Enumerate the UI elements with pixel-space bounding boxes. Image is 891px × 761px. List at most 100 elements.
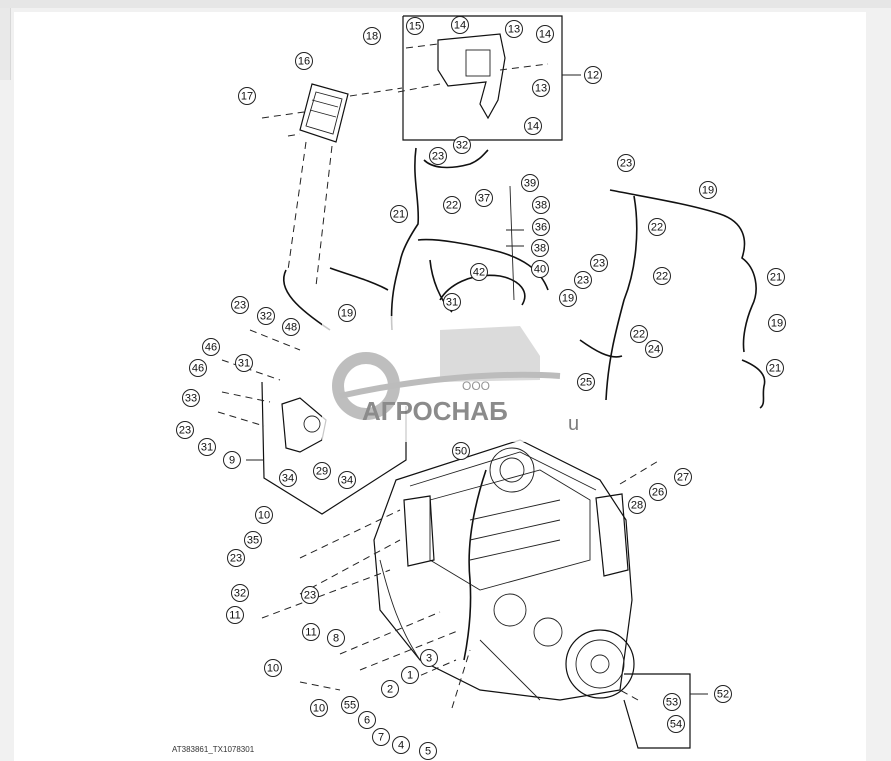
callout-label: 42 [473,267,485,279]
callout-37: 37 [475,189,493,207]
callout-38: 38 [532,196,550,214]
callout-18: 18 [363,27,381,45]
callout-circle [392,736,410,754]
callout-42: 42 [470,263,488,281]
callout-circle [452,442,470,460]
callout-label: 17 [241,91,253,103]
figure-code: AT383861_TX1078301 [172,745,255,754]
callout-label: 11 [305,627,316,639]
callout-label: 13 [535,83,547,95]
callout-label: 53 [666,697,678,709]
callout-circle [189,359,207,377]
callout-circle [429,147,447,165]
callout-50: 50 [452,442,470,460]
callout-label: 38 [535,200,547,212]
callout-circle [648,218,666,236]
callout-label: 46 [192,363,204,375]
callout-label: 24 [648,344,660,356]
callout-label: 19 [702,185,714,197]
callout-label: 50 [455,446,467,458]
callout-label: 21 [769,363,781,375]
callout-label: 22 [651,222,663,234]
callout-circle [536,25,554,43]
callout-11: 11 [302,623,320,641]
callout-label: 46 [205,342,217,354]
callout-circle [630,325,648,343]
callout-22: 22 [630,325,648,343]
callout-circle [475,189,493,207]
callout-circle [358,711,376,729]
callout-label: 31 [446,297,458,309]
callout-circle [338,304,356,322]
callout-4: 4 [392,736,410,754]
callout-label: 29 [316,466,328,478]
callout-23: 23 [574,271,592,289]
callout-label: 10 [267,663,279,675]
callout-label: 9 [229,455,235,467]
callout-label: 22 [446,200,458,212]
callout-label: 35 [247,535,259,547]
callout-label: 4 [398,740,404,752]
callout-label: 40 [534,264,546,276]
callout-circle [667,715,685,733]
callout-circle [244,531,262,549]
callout-21: 21 [767,268,785,286]
callout-2: 2 [381,680,399,698]
callout-label: 3 [426,653,432,665]
callout-32: 32 [231,584,249,602]
callout-10: 10 [264,659,282,677]
callout-19: 19 [768,314,786,332]
callout-32: 32 [453,136,471,154]
callout-21: 21 [390,205,408,223]
callout-circle [420,649,438,667]
callout-circle [381,680,399,698]
callout-31: 31 [235,354,253,372]
callout-circle [584,66,602,84]
callout-circle [577,373,595,391]
engine-block [373,439,635,701]
callout-52: 52 [714,685,732,703]
callout-label: 23 [593,258,605,270]
callout-circle [182,389,200,407]
callout-circle [176,421,194,439]
callout-circle [645,340,663,358]
callout-circle [674,468,692,486]
callout-46: 46 [189,359,207,377]
callout-label: 16 [298,56,310,68]
callout-circle [617,154,635,172]
callout-11: 11 [226,606,244,624]
callout-6: 6 [358,711,376,729]
bracket-assembly-frame [397,15,581,141]
callout-label: 10 [313,703,325,715]
callout-circle [231,584,249,602]
callout-14: 14 [451,16,469,34]
callout-26: 26 [649,483,667,501]
callout-circle [310,699,328,717]
callout-circle [532,79,550,97]
callout-39: 39 [521,174,539,192]
callout-23: 23 [176,421,194,439]
callout-circle [198,438,216,456]
callout-14: 14 [536,25,554,43]
callout-22: 22 [648,218,666,236]
callout-circle [524,117,542,135]
callout-circle [327,629,345,647]
callout-label: 36 [535,222,547,234]
callout-33: 33 [182,389,200,407]
callout-31: 31 [198,438,216,456]
callout-24: 24 [645,340,663,358]
callout-label: 39 [524,178,536,190]
callout-5: 5 [419,742,437,760]
callout-label: 38 [534,243,546,255]
callout-13: 13 [505,20,523,38]
callout-circle [406,17,424,35]
callout-32: 32 [257,307,275,325]
callout-27: 27 [674,468,692,486]
callout-circle [451,16,469,34]
callout-label: 2 [387,684,393,696]
callout-circle [313,462,331,480]
callout-25: 25 [577,373,595,391]
callout-circle [505,20,523,38]
callout-label: 14 [527,121,539,133]
